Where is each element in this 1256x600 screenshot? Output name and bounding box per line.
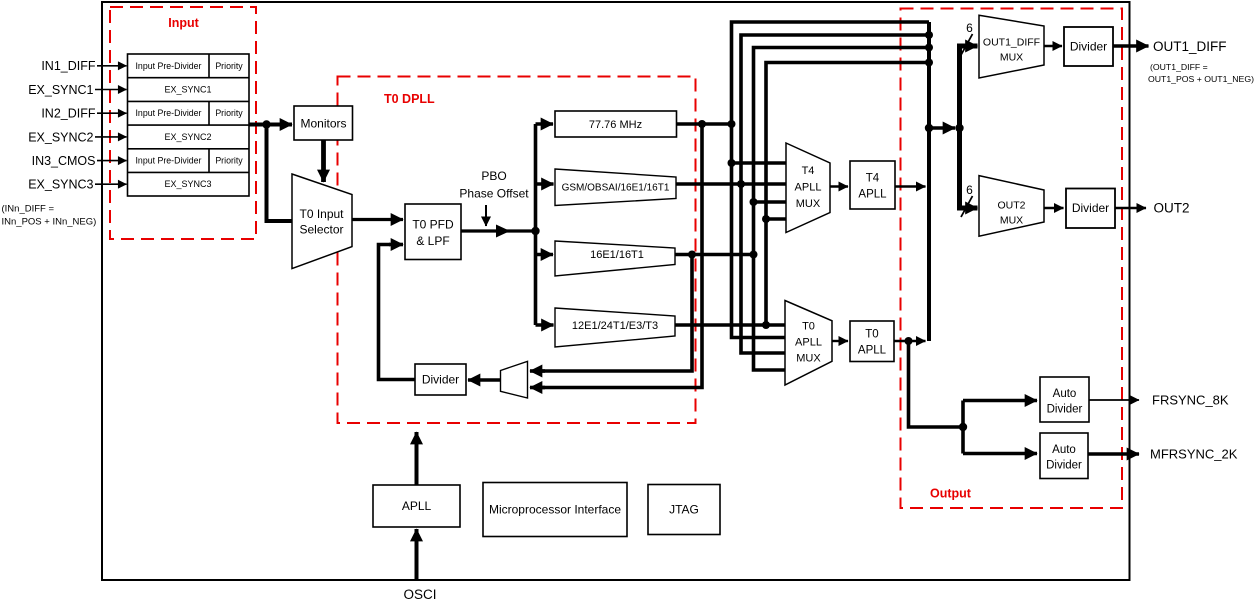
svg-text:OUT1_DIFF: OUT1_DIFF (1153, 39, 1227, 54)
svg-text:APLL: APLL (858, 345, 887, 357)
svg-text:Divider: Divider (1047, 404, 1083, 416)
svg-text:Divider: Divider (1072, 201, 1109, 215)
svg-text:77.76 MHz: 77.76 MHz (589, 119, 642, 131)
svg-text:INn_POS + INn_NEG): INn_POS + INn_NEG) (2, 217, 97, 228)
svg-text:T4: T4 (866, 173, 880, 185)
svg-text:Divider: Divider (1070, 40, 1107, 54)
svg-text:IN2_DIFF: IN2_DIFF (41, 107, 96, 121)
svg-text:OUT1_POS + OUT1_NEG): OUT1_POS + OUT1_NEG) (1148, 74, 1254, 84)
svg-text:MUX: MUX (1000, 52, 1023, 64)
svg-text:T0 PFD: T0 PFD (412, 218, 454, 232)
svg-text:EX_SYNC1: EX_SYNC1 (28, 83, 93, 97)
svg-text:Input Pre-Divider: Input Pre-Divider (135, 108, 201, 118)
svg-text:Divider: Divider (1046, 460, 1082, 472)
svg-text:Microprocessor Interface: Microprocessor Interface (489, 503, 621, 517)
svg-text:OUT2: OUT2 (997, 200, 1025, 212)
svg-text:Input Pre-Divider: Input Pre-Divider (135, 61, 201, 71)
svg-text:OUT1_DIFF: OUT1_DIFF (983, 37, 1040, 49)
svg-text:FRSYNC_8K: FRSYNC_8K (1152, 393, 1229, 408)
svg-text:JTAG: JTAG (669, 503, 699, 517)
svg-text:Selector: Selector (299, 223, 343, 237)
svg-text:Input Pre-Divider: Input Pre-Divider (135, 156, 201, 166)
svg-text:EX_SYNC1: EX_SYNC1 (164, 85, 211, 95)
svg-text:Output: Output (930, 487, 972, 501)
svg-text:APLL: APLL (402, 499, 432, 513)
svg-text:6: 6 (966, 183, 973, 197)
svg-text:T0: T0 (802, 321, 815, 333)
svg-text:MUX: MUX (796, 198, 821, 210)
svg-text:MUX: MUX (1000, 215, 1023, 227)
svg-text:EX_SYNC2: EX_SYNC2 (28, 130, 93, 144)
svg-text:OUT2: OUT2 (1154, 201, 1190, 216)
svg-text:APLL: APLL (795, 337, 822, 349)
svg-text:Phase Offset: Phase Offset (459, 187, 529, 201)
svg-text:OSCI: OSCI (403, 587, 436, 600)
svg-text:& LPF: & LPF (416, 234, 449, 248)
svg-text:12E1/24T1/E3/T3: 12E1/24T1/E3/T3 (572, 320, 658, 332)
svg-text:Priority: Priority (215, 156, 243, 166)
svg-text:APLL: APLL (795, 182, 822, 194)
svg-text:T0: T0 (865, 329, 878, 341)
svg-text:Auto: Auto (1052, 444, 1076, 456)
svg-text:Priority: Priority (215, 108, 243, 118)
svg-text:GSM/OBSAI/16E1/16T1: GSM/OBSAI/16E1/16T1 (562, 183, 670, 194)
svg-text:Input: Input (168, 16, 199, 30)
svg-text:EX_SYNC3: EX_SYNC3 (28, 178, 93, 192)
svg-text:PBO: PBO (481, 169, 506, 183)
svg-text:Monitors: Monitors (300, 117, 346, 131)
svg-text:(INn_DIFF =: (INn_DIFF = (2, 204, 55, 215)
svg-text:Divider: Divider (422, 373, 459, 387)
svg-text:T0 DPLL: T0 DPLL (384, 92, 435, 106)
svg-text:APLL: APLL (858, 189, 887, 201)
svg-text:T0 Input: T0 Input (299, 207, 344, 221)
svg-text:EX_SYNC3: EX_SYNC3 (164, 179, 211, 189)
svg-text:EX_SYNC2: EX_SYNC2 (164, 132, 211, 142)
svg-text:Priority: Priority (215, 61, 243, 71)
svg-text:Auto: Auto (1053, 388, 1077, 400)
svg-text:MUX: MUX (796, 353, 821, 365)
svg-text:IN1_DIFF: IN1_DIFF (41, 59, 96, 73)
svg-text:MFRSYNC_2K: MFRSYNC_2K (1150, 447, 1238, 462)
svg-text:6: 6 (966, 21, 973, 35)
svg-text:IN3_CMOS: IN3_CMOS (32, 154, 96, 168)
svg-text:T4: T4 (802, 165, 815, 177)
svg-text:16E1/16T1: 16E1/16T1 (590, 249, 644, 261)
svg-text:(OUT1_DIFF =: (OUT1_DIFF = (1150, 62, 1208, 72)
